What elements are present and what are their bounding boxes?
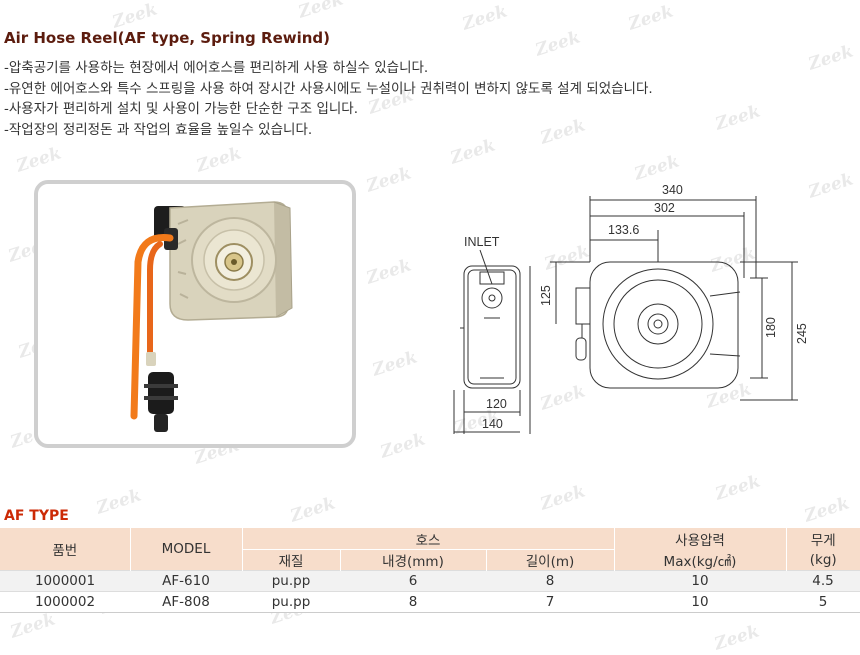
dim-125: 125 [539, 285, 553, 306]
cell-model: AF-610 [130, 570, 242, 592]
table-row: 1000001 AF-610 pu.pp 6 8 10 4.5 [0, 570, 860, 592]
dim-120: 120 [486, 397, 507, 411]
description-line: -작업장의 정리정돈 과 작업의 효율을 높일수 있습니다. [4, 121, 313, 138]
description: -압축공기를 사용하는 현장에서 에어호스를 편리하게 사용 하실수 있습니다.… [4, 58, 653, 140]
watermark: Zeek [378, 429, 428, 463]
page-title: Air Hose Reel(AF type, Spring Rewind) [4, 29, 331, 47]
dim-180: 180 [764, 317, 778, 338]
watermark: Zeek [94, 485, 144, 519]
header-material: 재질 [242, 549, 341, 571]
header-model: MODEL [130, 528, 243, 571]
watermark: Zeek [448, 135, 498, 169]
cell-material: pu.pp [242, 591, 340, 613]
description-line: -사용자가 편리하게 설치 및 사용이 가능한 단순한 구조 입니다. [4, 101, 358, 117]
watermark: Zeek [364, 255, 414, 289]
watermark: Zeek [364, 163, 414, 197]
dim-140: 140 [482, 417, 503, 431]
technical-drawing: INLET 340 302 133.6 120 140 125 180 245 [453, 183, 809, 434]
watermark: Zeek [288, 493, 338, 527]
cell-model: AF-808 [130, 591, 242, 613]
cell-inner-diameter: 8 [340, 591, 486, 613]
description-line: -유연한 에어호스와 특수 스프링을 사용 하여 장시간 사용시에도 누설이나 … [4, 80, 653, 97]
cell-length: 8 [486, 570, 614, 592]
inlet-label: INLET [464, 235, 500, 249]
cell-pressure: 10 [614, 570, 786, 592]
cell-weight: 4.5 [786, 570, 860, 592]
watermark: Zeek [8, 609, 58, 643]
watermark: Zeek [194, 143, 244, 177]
watermark: Zeek [626, 1, 676, 35]
cell-pressure: 10 [614, 591, 786, 613]
description-line: -압축공기를 사용하는 현장에서 에어호스를 편리하게 사용 하실수 있습니다. [4, 60, 429, 76]
cell-part-no: 1000002 [0, 591, 130, 613]
section-label: AF TYPE [4, 508, 69, 524]
watermark: Zeek [802, 493, 852, 527]
watermark: Zeek [806, 41, 856, 75]
hose-reel-illustration [130, 201, 293, 432]
spec-table: 품번 MODEL 호스 사용압력 무게 재질 내경(mm) 길이(m) Max(… [0, 528, 860, 613]
header-weight-unit: (kg) [786, 549, 860, 571]
watermark: Zeek [713, 471, 763, 505]
dim-340: 340 [662, 183, 683, 197]
dim-302: 302 [654, 201, 675, 215]
watermark: Zeek [712, 621, 762, 655]
table-row: 1000002 AF-808 pu.pp 8 7 10 5 [0, 591, 860, 613]
watermark: Zeek [296, 0, 346, 23]
header-inner-diameter: 내경(mm) [340, 549, 487, 571]
header-pressure-unit: Max(kg/㎠) [614, 549, 787, 571]
watermark: Zeek [14, 143, 64, 177]
cell-inner-diameter: 6 [340, 570, 486, 592]
watermark: Zeek [533, 27, 583, 61]
header-pressure: 사용압력 [614, 528, 787, 550]
cell-length: 7 [486, 591, 614, 613]
header-length: 길이(m) [486, 549, 615, 571]
watermark: Zeek [713, 101, 763, 135]
watermark: Zeek [460, 1, 510, 35]
dim-245: 245 [795, 323, 809, 344]
cell-part-no: 1000001 [0, 570, 130, 592]
watermark: Zeek [538, 481, 588, 515]
watermark: Zeek [370, 347, 420, 381]
watermark: Zeek [806, 169, 856, 203]
dim-133-6: 133.6 [608, 223, 639, 237]
product-photo [34, 180, 356, 448]
cell-material: pu.pp [242, 570, 340, 592]
header-part-no: 품번 [0, 528, 131, 571]
header-hose: 호스 [242, 528, 615, 550]
cell-weight: 5 [786, 591, 860, 613]
header-weight: 무게 [786, 528, 860, 550]
watermark: Zeek [110, 0, 160, 33]
